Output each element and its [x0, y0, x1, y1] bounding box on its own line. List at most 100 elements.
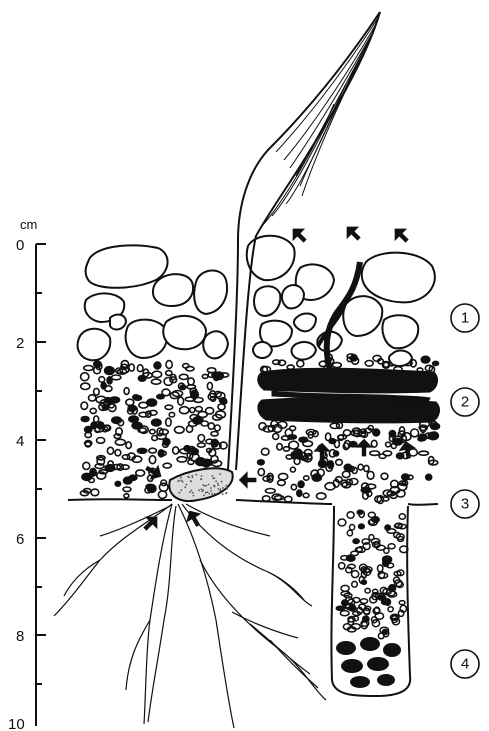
soil-aggregate	[124, 388, 129, 395]
seed-dot	[201, 475, 203, 477]
soil-aggregate	[384, 362, 389, 367]
soil-aggregate	[154, 362, 161, 369]
soil-aggregate	[283, 447, 289, 451]
seed-dot	[210, 490, 212, 492]
soil-aggregate	[112, 417, 121, 423]
arrow-seed-below-left	[139, 510, 164, 535]
soil-aggregate	[177, 457, 187, 462]
seed-dot	[180, 480, 182, 482]
soil-aggregate	[338, 519, 346, 526]
seed-dot	[193, 495, 195, 497]
axis-unit-label: cm	[20, 217, 37, 232]
seed-dot	[211, 493, 213, 495]
arrow-seed-below-right	[182, 506, 206, 530]
seed-dot	[208, 493, 210, 495]
soil-aggregate	[285, 496, 292, 502]
soil-aggregate	[198, 412, 207, 418]
root-system	[54, 504, 326, 728]
soil-aggregate	[202, 374, 208, 378]
soil-aggregate	[278, 480, 286, 485]
soil-aggregate	[115, 439, 125, 445]
seed-dot	[217, 483, 219, 485]
seed-dot	[214, 493, 216, 495]
seed-dot	[182, 481, 184, 483]
seed-dot	[180, 477, 182, 479]
soil-aggregate	[166, 361, 172, 369]
soil-aggregate	[197, 443, 205, 447]
soil-aggregate	[134, 396, 142, 401]
soil-aggregate	[402, 474, 409, 480]
soil-aggregate	[291, 484, 296, 489]
soil-aggregate	[166, 418, 171, 426]
soil-aggregate	[351, 551, 359, 555]
seed-dot	[212, 475, 214, 477]
soil-aggregate	[399, 514, 405, 520]
seed-dot	[208, 484, 210, 486]
soil-aggregate	[357, 510, 363, 514]
soil-aggregate	[83, 462, 90, 469]
soil-aggregate	[297, 490, 302, 496]
soil-aggregate	[365, 361, 373, 367]
seed-dot	[213, 477, 215, 479]
soil-aggregate	[110, 397, 120, 403]
seed-dot	[184, 486, 186, 488]
layer-label-3: 3	[461, 496, 469, 513]
soil-aggregate	[157, 395, 164, 399]
soil-aggregate	[359, 524, 365, 529]
soil-aggregate	[94, 388, 100, 395]
crust-bands	[258, 368, 440, 423]
soil-aggregate	[360, 599, 367, 604]
soil-aggregate	[317, 493, 326, 499]
soil-aggregate	[388, 544, 395, 549]
soil-aggregate	[339, 563, 345, 569]
soil-aggregate	[149, 448, 157, 453]
soil-aggregate	[180, 385, 185, 390]
soil-aggregate	[166, 371, 172, 376]
soil-aggregate	[215, 425, 221, 431]
soil-aggregate	[275, 496, 284, 500]
soil-aggregate	[419, 451, 429, 455]
soil-aggregate	[382, 629, 387, 634]
tick-label-0: 0	[16, 237, 24, 254]
soil-aggregate	[367, 471, 374, 479]
seed-dot	[178, 480, 180, 482]
seed-dot	[205, 492, 207, 494]
seed-dot	[222, 487, 224, 489]
soil-aggregate	[385, 525, 390, 530]
depth-axis	[36, 244, 46, 726]
soil-aggregate	[115, 450, 121, 456]
soil-aggregate	[389, 585, 396, 592]
soil-aggregate	[152, 419, 161, 426]
soil-aggregate	[149, 456, 155, 464]
soil-aggregate	[179, 374, 188, 379]
seed-dot	[201, 488, 203, 490]
soil-aggregate	[350, 442, 357, 447]
seed-dot	[226, 485, 228, 487]
soil-aggregate	[91, 489, 99, 496]
soil-aggregate	[221, 399, 227, 404]
soil-aggregate	[373, 429, 380, 436]
seed-dot	[198, 489, 200, 491]
soil-aggregate	[299, 437, 308, 442]
arrow-down-left-2	[340, 220, 365, 245]
soil-aggregate	[81, 417, 89, 422]
seed-dot	[203, 495, 205, 497]
soil-aggregate	[258, 469, 264, 476]
surface-clods	[78, 236, 435, 366]
seed-dot	[190, 480, 192, 482]
seed-dot	[178, 492, 180, 494]
soil-aggregate	[371, 440, 377, 447]
soil-aggregate	[363, 616, 369, 622]
soil-aggregate	[279, 473, 288, 479]
soil-aggregate	[211, 456, 218, 463]
seed-dot	[187, 476, 189, 478]
soil-aggregate	[421, 356, 430, 363]
soil-aggregate	[99, 377, 105, 383]
seed-dot	[201, 478, 203, 480]
soil-aggregate	[112, 375, 121, 380]
soil-aggregate	[178, 397, 184, 405]
soil-aggregate	[159, 483, 168, 491]
soil-aggregate	[298, 481, 304, 487]
soil-aggregate	[344, 464, 351, 470]
seed-dot	[210, 487, 212, 489]
